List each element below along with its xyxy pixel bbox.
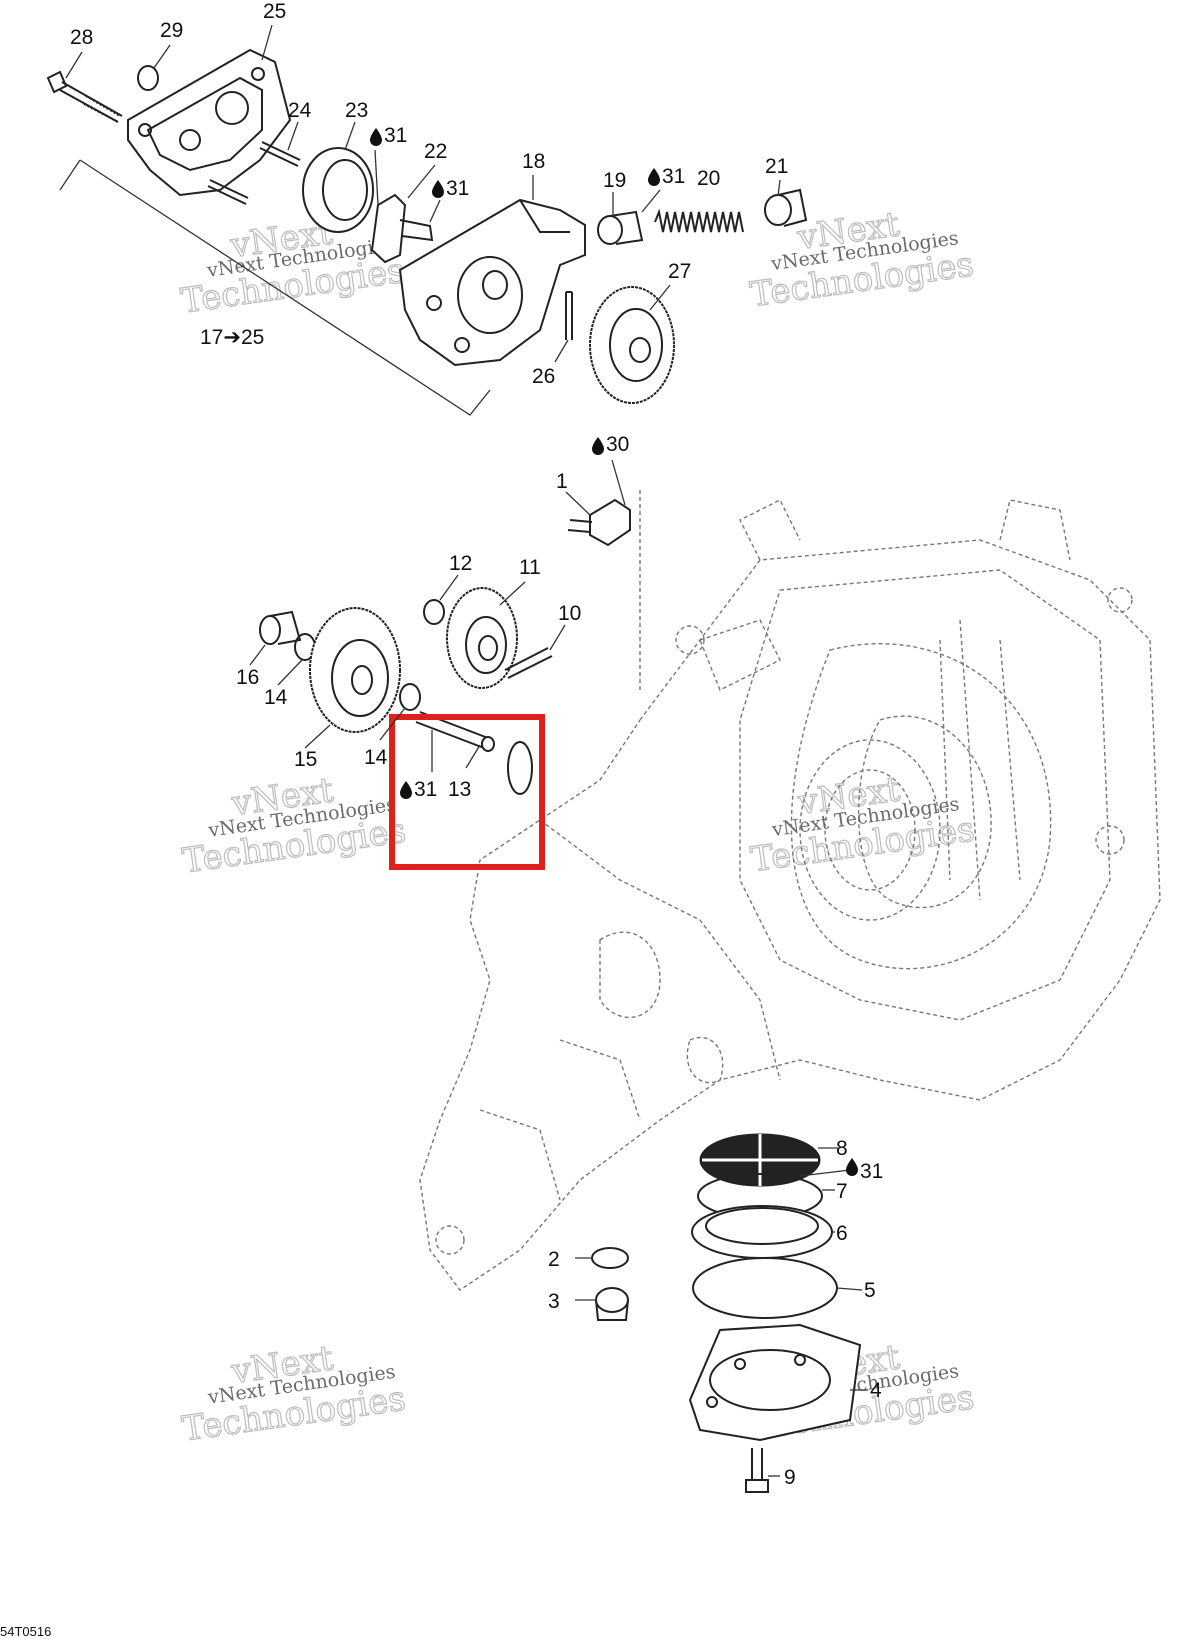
callout-31-b: 31 xyxy=(446,177,469,200)
part-27-pump-gear xyxy=(589,286,675,404)
part-2-oring xyxy=(591,1247,629,1269)
callout-14-a: 14 xyxy=(264,686,288,709)
part-8-oil-strainer xyxy=(699,1133,821,1187)
part-18-pump-body xyxy=(398,198,586,367)
part-11-gear xyxy=(446,587,518,689)
callout-27: 27 xyxy=(668,260,691,283)
callout-14-b: 14 xyxy=(364,746,388,769)
part-19-valve-piston xyxy=(597,210,644,245)
callout-4: 4 xyxy=(870,1379,882,1402)
callout-6: 6 xyxy=(836,1222,848,1245)
callout-8: 8 xyxy=(836,1137,848,1160)
part-24-pin-2 xyxy=(207,179,249,205)
callout-5: 5 xyxy=(864,1279,876,1302)
part-15-gear xyxy=(309,607,401,733)
part-20-spring xyxy=(654,208,744,233)
callout-30: 30 xyxy=(606,433,629,456)
callout-24: 24 xyxy=(288,99,312,122)
oil-drop-icon xyxy=(648,168,660,186)
watermark-mid-left: vNext Technologies vNext Technologies xyxy=(179,770,409,882)
oil-drop-icon xyxy=(846,1158,858,1176)
callout-7: 7 xyxy=(836,1180,848,1203)
callout-18: 18 xyxy=(522,150,545,173)
part-16-bushing xyxy=(259,610,302,645)
callout-3: 3 xyxy=(548,1290,560,1313)
callout-9: 9 xyxy=(784,1466,796,1489)
callout-29: 29 xyxy=(160,19,183,42)
callout-31-d: 31 xyxy=(414,778,437,801)
part-6-strainer-housing xyxy=(691,1205,833,1259)
watermark-bottom-left: vNext Technologies vNext Technologies xyxy=(179,1338,409,1450)
callout-22: 22 xyxy=(424,140,447,163)
part-9-bolt xyxy=(745,1448,769,1493)
oil-pump-group xyxy=(46,48,808,416)
part-14-washer-2 xyxy=(399,683,421,711)
part-24-pin xyxy=(259,141,301,167)
callout-20: 20 xyxy=(697,167,720,190)
part-4-oil-cover xyxy=(688,1323,862,1442)
part-10-pin xyxy=(504,647,553,679)
watermark-top-left: vNext Technologies vNext Technologies xyxy=(178,212,408,323)
callout-1: 1 xyxy=(556,470,568,493)
part-5-gasket xyxy=(692,1257,838,1319)
oil-drop-icon xyxy=(432,180,444,198)
callout-16: 16 xyxy=(236,666,259,689)
part-26-pin xyxy=(565,291,573,340)
group-bracket xyxy=(59,159,491,416)
part-3-drain-plug xyxy=(595,1287,629,1321)
callout-13: 13 xyxy=(448,778,471,801)
leader-lines xyxy=(65,24,868,1477)
callout-31-c: 31 xyxy=(662,165,685,188)
part-1-oil-pressure-sensor xyxy=(567,498,631,547)
callout-25: 25 xyxy=(263,0,286,23)
callout-21: 21 xyxy=(765,155,788,178)
oil-drop-icon xyxy=(370,128,382,146)
diagram-code: 54T0516 xyxy=(0,1624,51,1639)
crankcase-ghost xyxy=(419,490,1161,1291)
callout-31-e: 31 xyxy=(860,1160,883,1183)
callout-15: 15 xyxy=(294,748,317,771)
part-25-pump-cover xyxy=(127,48,292,197)
part-28-bolt xyxy=(46,70,123,123)
callout-2: 2 xyxy=(548,1248,560,1271)
oil-drop-icons xyxy=(370,128,858,1176)
watermark-top-right: vNext Technologies vNext Technologies xyxy=(747,204,977,316)
part-12-circlip xyxy=(423,599,445,625)
callout-26: 26 xyxy=(532,365,555,388)
callout-19: 19 xyxy=(603,169,626,192)
callout-23: 23 xyxy=(345,99,368,122)
callout-31-a: 31 xyxy=(384,124,407,147)
callout-10: 10 xyxy=(558,602,581,625)
callout-28: 28 xyxy=(70,26,93,49)
part-29-oring xyxy=(137,65,159,91)
highlight-box xyxy=(389,714,545,870)
callout-12: 12 xyxy=(449,552,472,575)
callout-11: 11 xyxy=(519,556,541,579)
callout-labels: 28 29 25 24 23 31 22 31 18 19 31 20 21 2… xyxy=(70,0,883,1489)
oil-drop-icon xyxy=(592,437,604,455)
callout-17-25: 17➔25 xyxy=(200,326,264,349)
part-22-inner-rotor xyxy=(370,193,434,264)
oil-drop-icon xyxy=(400,781,412,799)
part-23-outer-rotor xyxy=(302,147,374,233)
